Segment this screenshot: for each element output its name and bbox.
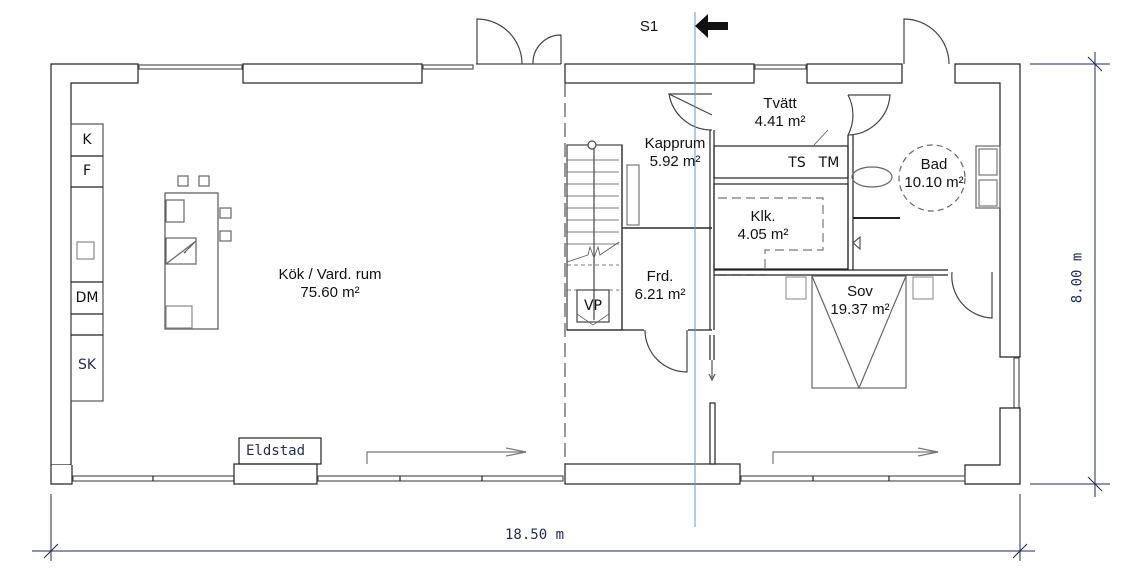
fixture-tm-label: TM (818, 155, 840, 171)
fixture-sk-label: SK (77, 357, 97, 373)
section-marker-label: S1 (639, 18, 659, 35)
room-name: Sov (847, 283, 873, 300)
room-bad[interactable]: Bad 10.10 m² (897, 156, 971, 192)
section-arrow-icon (695, 12, 729, 40)
room-tvatt[interactable]: Tvätt 4.41 m² (735, 95, 825, 131)
room-name: Klk. (750, 208, 776, 225)
dimension-height-label: 8.00 m (1069, 252, 1086, 304)
fixture-vp-label: VP (583, 298, 603, 314)
room-area: 19.37 m² (830, 301, 890, 318)
room-sov[interactable]: Sov 19.37 m² (820, 283, 900, 319)
room-frd[interactable]: Frd. 6.21 m² (620, 268, 700, 304)
fixture-ts-label: TS (788, 155, 806, 171)
fixture-f-label: F (82, 163, 92, 179)
fixture-dm-label: DM (75, 290, 99, 306)
dimension-width-label: 18.50 m (505, 527, 565, 543)
room-area: 10.10 m² (904, 174, 964, 191)
room-name: Tvätt (763, 95, 797, 112)
fixture-k-label: K (82, 132, 92, 148)
room-name: Kapprum (644, 135, 706, 152)
room-kapprum[interactable]: Kapprum 5.92 m² (630, 135, 720, 171)
fireplace-label: Eldstad (246, 443, 306, 459)
room-kitchen-living[interactable]: Kök / Vard. rum 75.60 m² (240, 266, 420, 302)
room-area: 6.21 m² (634, 286, 686, 303)
room-klk[interactable]: Klk. 4.05 m² (728, 208, 798, 244)
room-name: Frd. (646, 268, 674, 285)
room-area: 75.60 m² (300, 284, 360, 301)
room-area: 4.05 m² (737, 226, 789, 243)
room-name: Kök / Vard. rum (278, 266, 382, 283)
room-area: 5.92 m² (649, 153, 701, 170)
room-name: Bad (920, 156, 948, 173)
room-area: 4.41 m² (754, 113, 806, 130)
